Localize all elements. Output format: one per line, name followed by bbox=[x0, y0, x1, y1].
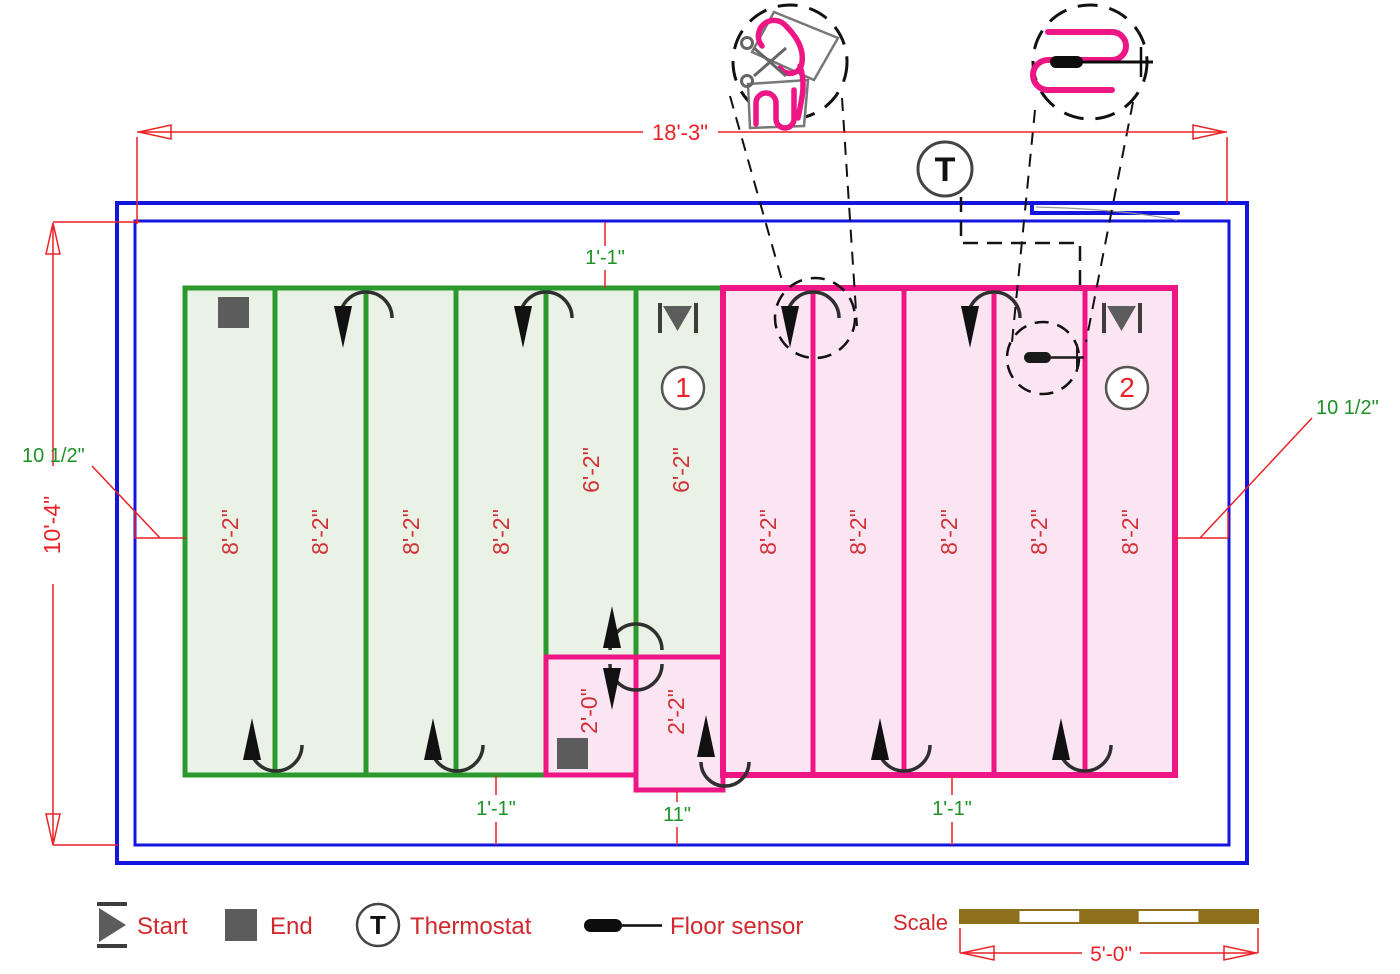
zone2-number: 2 bbox=[1119, 372, 1135, 403]
zone2-run-label: 8'-2" bbox=[936, 509, 962, 555]
cut-detail-callout bbox=[729, 3, 858, 360]
thermostat-group: T bbox=[916, 140, 1082, 290]
thermostat-conduit bbox=[959, 197, 1082, 290]
start-end-symbols: 1 2 bbox=[218, 297, 1150, 769]
cut-run-label: 2'-2" bbox=[663, 689, 689, 735]
door-leaf bbox=[1030, 203, 1180, 215]
arrow-up-icon bbox=[603, 606, 621, 648]
scale-segment bbox=[1079, 910, 1139, 923]
zone1-run-label: 8'-2" bbox=[217, 509, 243, 555]
dim-height: 10'-4" bbox=[39, 496, 65, 555]
dim-gap-top: 1'-1" bbox=[585, 247, 625, 269]
zone1-run-label: 8'-2" bbox=[398, 509, 424, 555]
arrow-up-icon bbox=[243, 718, 261, 760]
start-marker-icon bbox=[658, 303, 698, 333]
zone2-number-badge bbox=[1104, 365, 1150, 411]
dim-width: 18'-3" bbox=[652, 120, 708, 145]
legend-thermostat-icon bbox=[355, 902, 401, 948]
legend-end-label: End bbox=[270, 913, 313, 940]
arrow-up-icon bbox=[1052, 718, 1070, 760]
legend-floor-sensor-label: Floor sensor bbox=[670, 913, 803, 940]
arrow-down-icon bbox=[334, 306, 352, 348]
arrow-up-icon bbox=[424, 718, 442, 760]
heating-cable bbox=[755, 17, 806, 77]
scale-segment bbox=[960, 910, 1020, 923]
zone2-outline bbox=[720, 285, 1178, 778]
callout-target-circle bbox=[773, 276, 857, 360]
arrow-up-icon bbox=[697, 715, 715, 757]
dim-gap-bottom-right: 1'-1" bbox=[932, 798, 972, 820]
run-labels: 8'-2" 8'-2" 8'-2" 8'-2" 6'-2" 6'-2" 8'-2… bbox=[217, 447, 1143, 735]
thermostat-symbol: T bbox=[935, 151, 956, 189]
dim-offset-left: 10 1/2" bbox=[22, 445, 85, 467]
legend-thermostat-symbol: T bbox=[370, 910, 386, 940]
zone1-number: 1 bbox=[675, 372, 691, 403]
legend-floor-sensor-icon bbox=[584, 919, 622, 932]
zone1-number-badge bbox=[660, 365, 706, 411]
legend: Start End T Thermostat Floor sensor bbox=[97, 902, 803, 948]
flow-arrows bbox=[243, 306, 1070, 760]
heating-cable bbox=[795, 63, 806, 121]
zone2-run-label: 8'-2" bbox=[755, 509, 781, 555]
scale-length: 5'-0" bbox=[1090, 943, 1132, 966]
arrow-up-icon bbox=[871, 718, 889, 760]
zone2-mat bbox=[720, 285, 1178, 778]
zone2-run-label: 8'-2" bbox=[845, 509, 871, 555]
dim-gap-bottom-mid: 11" bbox=[663, 804, 691, 826]
zone2-cut-pieces bbox=[543, 654, 726, 793]
zone2-run-label: 8'-2" bbox=[1117, 509, 1143, 555]
arrow-down-icon bbox=[961, 306, 979, 348]
sensor-detail-callout bbox=[1005, 3, 1153, 396]
zone1-run-label: 8'-2" bbox=[307, 509, 333, 555]
scale-dimension bbox=[959, 928, 1259, 961]
legend-start-icon bbox=[97, 902, 127, 948]
door-swing-arc bbox=[1035, 206, 1178, 221]
scissors-icon bbox=[740, 36, 787, 88]
turn-arc-bottom bbox=[699, 761, 751, 788]
zone1-run-label: 8'-2" bbox=[488, 509, 514, 555]
arrow-down-icon bbox=[514, 306, 532, 348]
floor-sensor-icon bbox=[1024, 352, 1051, 363]
zone2-run-label: 8'-2" bbox=[1026, 509, 1052, 555]
callout-circle bbox=[731, 3, 849, 121]
legend-start-label: Start bbox=[137, 913, 188, 940]
callout-leader bbox=[841, 97, 858, 327]
scale-segment bbox=[1198, 910, 1258, 923]
callout-leader bbox=[729, 95, 784, 285]
start-marker-icon bbox=[1102, 303, 1142, 333]
legend-thermostat-label: Thermostat bbox=[410, 913, 532, 940]
callout-leader bbox=[1085, 101, 1134, 343]
scale-segment bbox=[1019, 910, 1080, 923]
scale-bar: Scale 5'-0" bbox=[893, 909, 1259, 966]
legend-end-icon bbox=[225, 909, 257, 941]
end-marker-icon bbox=[557, 738, 588, 769]
cut-run-label: 2'-0" bbox=[576, 688, 602, 734]
scale-label: Scale bbox=[893, 910, 948, 935]
thermostat-icon bbox=[916, 140, 974, 198]
zone1-run-label: 6'-2" bbox=[578, 447, 604, 493]
heating-cable bbox=[753, 87, 797, 131]
arrow-down-icon bbox=[603, 668, 621, 710]
arrow-down-icon bbox=[781, 306, 799, 348]
outer-wall bbox=[115, 201, 1249, 865]
callout-leader bbox=[1011, 109, 1036, 343]
scale-segment bbox=[1138, 910, 1199, 923]
dimension-lines bbox=[45, 124, 1313, 846]
zone1-run-label: 6'-2" bbox=[668, 447, 694, 493]
floor-sensor-icon bbox=[1050, 56, 1083, 68]
dim-offset-right: 10 1/2" bbox=[1316, 397, 1379, 419]
dim-gap-bottom-left: 1'-1" bbox=[476, 798, 516, 820]
scale-bar-frame bbox=[959, 909, 1259, 924]
end-marker-icon bbox=[218, 297, 249, 328]
